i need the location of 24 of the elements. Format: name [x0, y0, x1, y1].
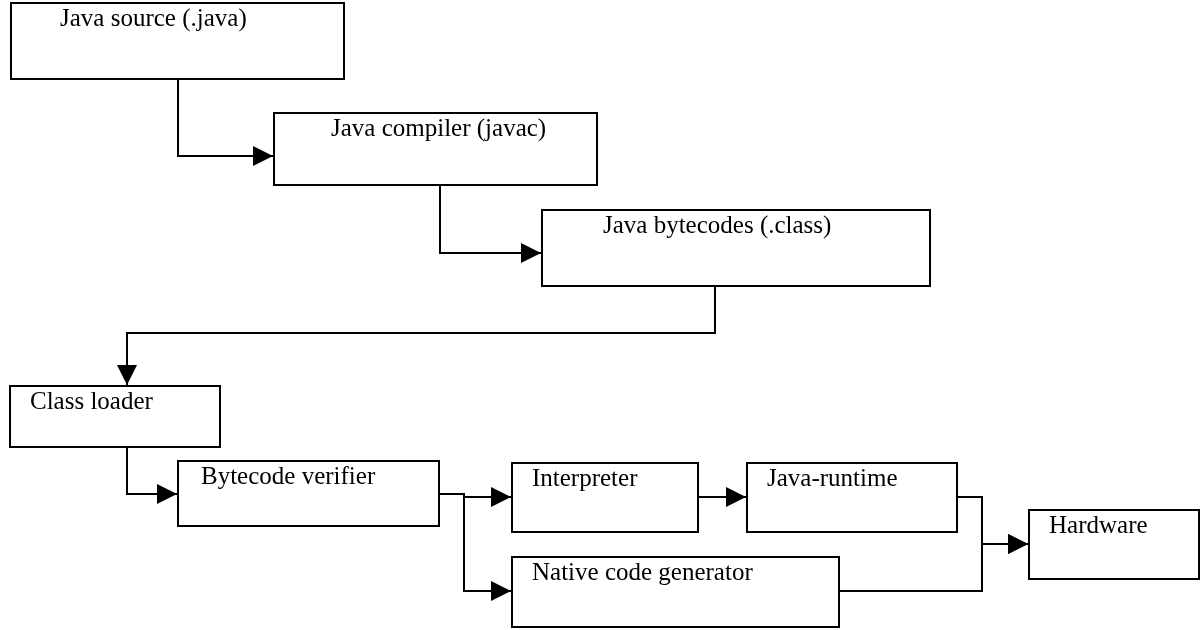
arrow: [177, 79, 274, 166]
process-box: [746, 462, 958, 533]
process-box: [511, 556, 840, 628]
box-label: Bytecode verifier: [201, 462, 376, 490]
box-label: Java-runtime: [767, 464, 898, 492]
arrow: [698, 487, 747, 507]
process-box: [511, 462, 699, 533]
box-label: Java compiler (javac): [331, 114, 547, 142]
process-box: [273, 112, 598, 186]
process-box: [541, 209, 931, 287]
process-box: [177, 460, 440, 527]
box-label: Class loader: [30, 387, 153, 415]
box-label: Hardware: [1049, 511, 1148, 539]
arrow: [839, 534, 1029, 592]
process-box: [10, 2, 345, 80]
process-box: [1028, 509, 1200, 580]
process-box: [9, 385, 221, 448]
box-label: Java bytecodes (.class): [603, 211, 832, 239]
arrow: [117, 286, 716, 386]
arrow: [439, 185, 542, 263]
arrow: [126, 447, 178, 504]
box-label: Java source (.java): [60, 4, 247, 32]
box-label: Interpreter: [532, 464, 638, 492]
box-label: Native code generator: [532, 558, 753, 586]
